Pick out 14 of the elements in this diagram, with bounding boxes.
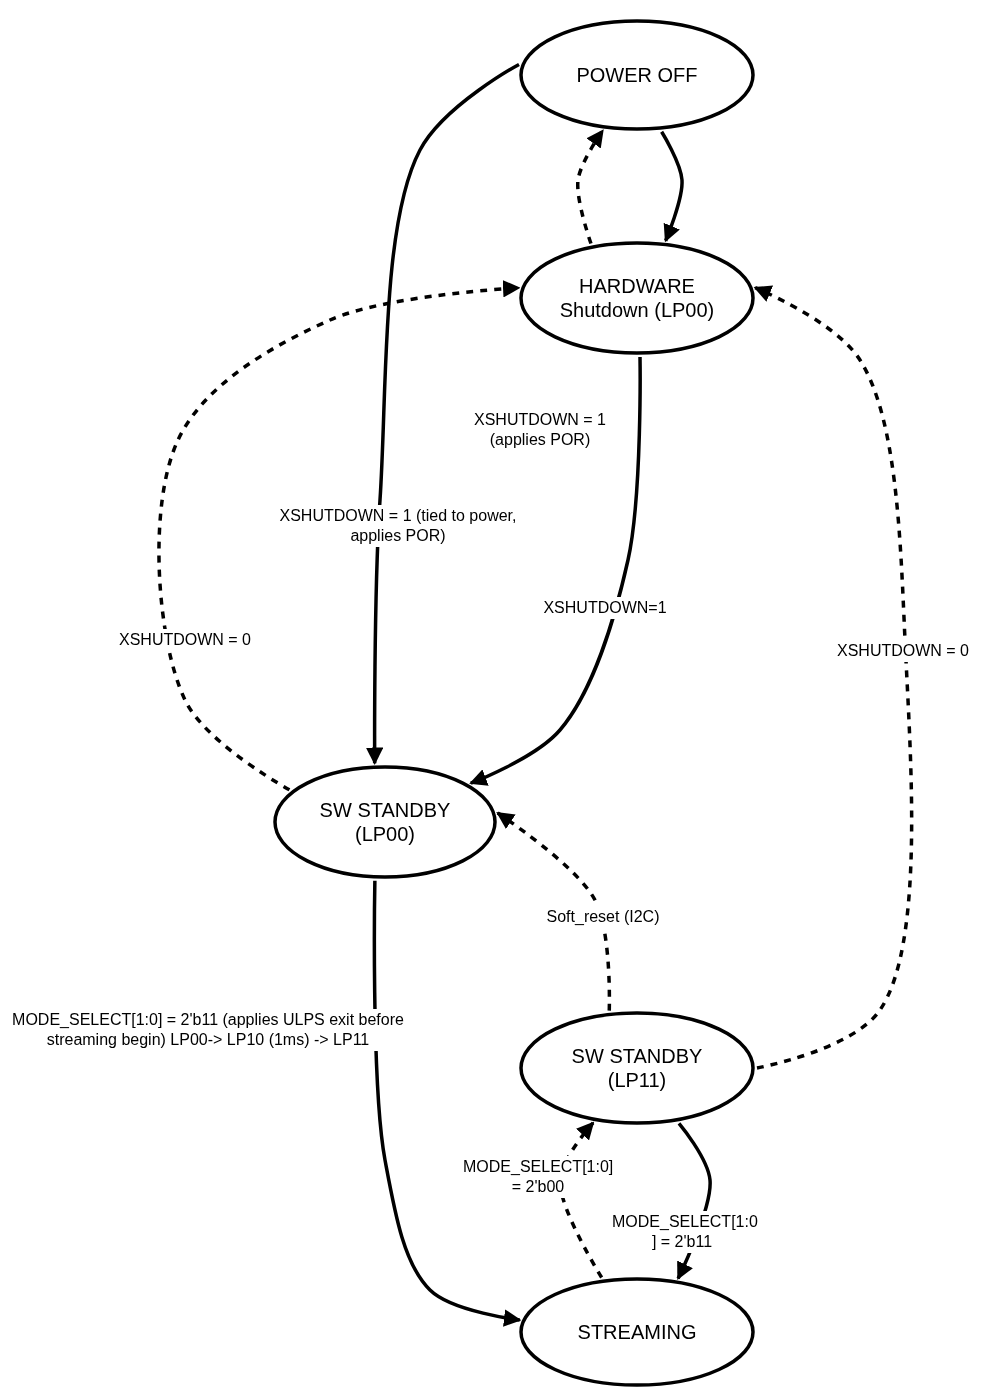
arrow [576, 129, 605, 245]
edge-label: MODE_SELECT[1:0] = 2'b00 [461, 1156, 615, 1198]
arrow [372, 880, 522, 1327]
state-name: HARDWARE Shutdown (LP00) [558, 274, 716, 322]
arrow [469, 356, 642, 786]
state-name: STREAMING [576, 1320, 698, 1344]
state-name: SW STANDBY (LP00) [318, 798, 452, 846]
arrow [157, 280, 521, 792]
state-name: SW STANDBY (LP11) [570, 1044, 704, 1092]
arrow [753, 285, 914, 1070]
state-name: POWER OFF [575, 63, 699, 87]
arrow [496, 811, 612, 1011]
arrow [660, 130, 684, 243]
arrow [365, 62, 520, 765]
